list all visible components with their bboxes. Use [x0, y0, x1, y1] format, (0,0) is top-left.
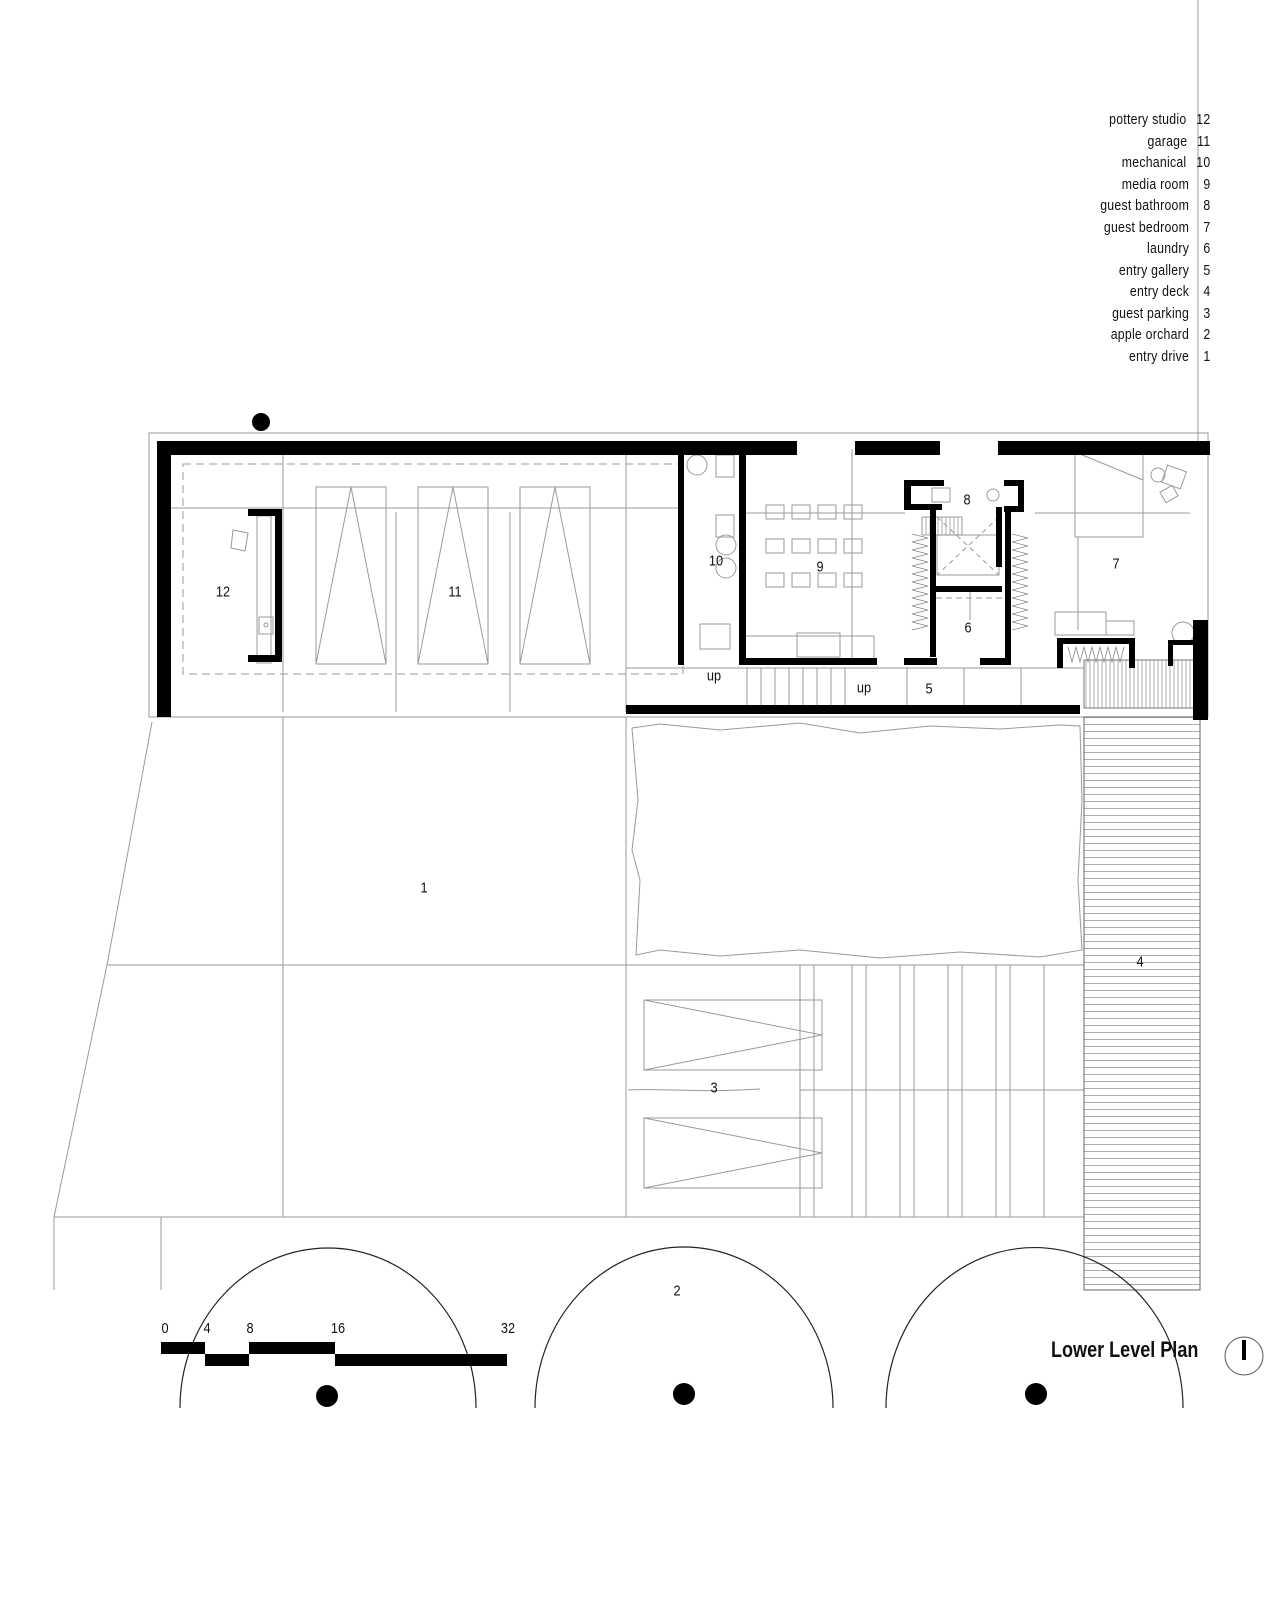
media-seats — [765, 504, 863, 588]
scale-tick: 4 — [203, 1320, 211, 1337]
stair-up-label: up — [706, 667, 722, 685]
scale-tick: 32 — [500, 1320, 516, 1337]
orchard-tree-dot — [673, 1383, 695, 1405]
scale-tick: 8 — [246, 1320, 254, 1337]
room-label-garage: 11 — [448, 583, 462, 601]
scale-tick: 16 — [330, 1320, 346, 1337]
orchard-tree-dot — [316, 1385, 338, 1407]
room-label-entry-deck: 4 — [1136, 953, 1144, 971]
orchard-tree-dot — [1025, 1383, 1047, 1405]
room-label-apple-orchard: 2 — [673, 1282, 681, 1300]
entry-deck — [1083, 659, 1201, 1291]
room-label-pottery-studio: 12 — [215, 583, 231, 601]
stairs — [746, 668, 846, 712]
scale-bar — [161, 1342, 507, 1366]
room-label-entry-drive: 1 — [420, 879, 428, 897]
site-lines — [53, 432, 1209, 1290]
room-label-media-room: 9 — [816, 558, 824, 576]
tree-dot-north — [252, 413, 270, 431]
plan-title: Lower Level Plan — [1051, 1337, 1199, 1362]
room-label-laundry: 6 — [964, 619, 972, 637]
walls — [157, 441, 1210, 720]
room-label-entry-gallery: 5 — [925, 680, 933, 698]
orchard-canopies — [179, 1246, 1184, 1409]
room-label-guest-bedroom: 7 — [1112, 555, 1120, 573]
room-label-guest-parking: 3 — [710, 1079, 718, 1097]
room-label-guest-bathroom: 8 — [963, 491, 971, 509]
room-label-mechanical: 10 — [708, 552, 724, 570]
scale-tick: 0 — [161, 1320, 169, 1337]
north-arrow-icon — [1224, 1336, 1264, 1376]
trees — [252, 413, 1047, 1407]
stair-up-label: up — [856, 679, 872, 697]
